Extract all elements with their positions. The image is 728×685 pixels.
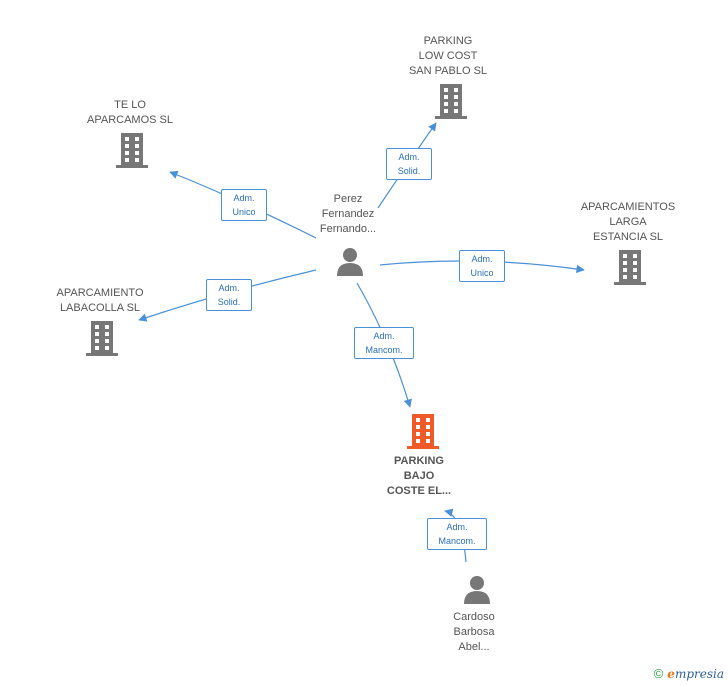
person-icon[interactable] bbox=[335, 246, 365, 276]
building-icon[interactable] bbox=[435, 84, 467, 119]
relation-label-aparcamiento-labacolla: Adm. Solid. bbox=[206, 279, 252, 311]
relation-label-parking-bajo: Adm. Mancom. bbox=[354, 327, 414, 359]
relation-label-cardoso: Adm. Mancom. bbox=[427, 518, 487, 550]
copyright-symbol: © bbox=[653, 666, 664, 681]
building-icon[interactable] bbox=[116, 133, 148, 168]
brand-footer[interactable]: ©empresia bbox=[654, 666, 724, 681]
brand-logo-e: e bbox=[667, 667, 675, 681]
person-label-perez[interactable]: Perez Fernandez Fernando... bbox=[319, 193, 377, 235]
relation-label-te-lo: Adm. Unico bbox=[221, 189, 267, 221]
company-label-parking-low[interactable]: PARKING LOW COST SAN PABLO SL bbox=[408, 35, 488, 77]
person-icon[interactable] bbox=[462, 574, 492, 604]
person-label-cardoso[interactable]: Cardoso Barbosa Abel... bbox=[453, 611, 495, 653]
building-icon[interactable] bbox=[407, 414, 439, 449]
company-label-te-lo[interactable]: TE LO APARCAMOS SL bbox=[87, 99, 173, 126]
building-icon[interactable] bbox=[614, 250, 646, 285]
building-icon[interactable] bbox=[86, 321, 118, 356]
company-label-parking-bajo[interactable]: PARKING BAJO COSTE EL... bbox=[386, 455, 452, 497]
company-label-aparcamientos-larga[interactable]: APARCAMIENTOS LARGA ESTANCIA SL bbox=[580, 201, 676, 243]
relation-label-parking-low: Adm. Solid. bbox=[386, 148, 432, 180]
company-label-aparcamiento-labacolla[interactable]: APARCAMIENTO LABACOLLA SL bbox=[56, 287, 144, 314]
brand-logo-text: mpresia bbox=[674, 667, 724, 681]
relation-label-aparcamientos-larga: Adm. Unico bbox=[459, 250, 505, 282]
